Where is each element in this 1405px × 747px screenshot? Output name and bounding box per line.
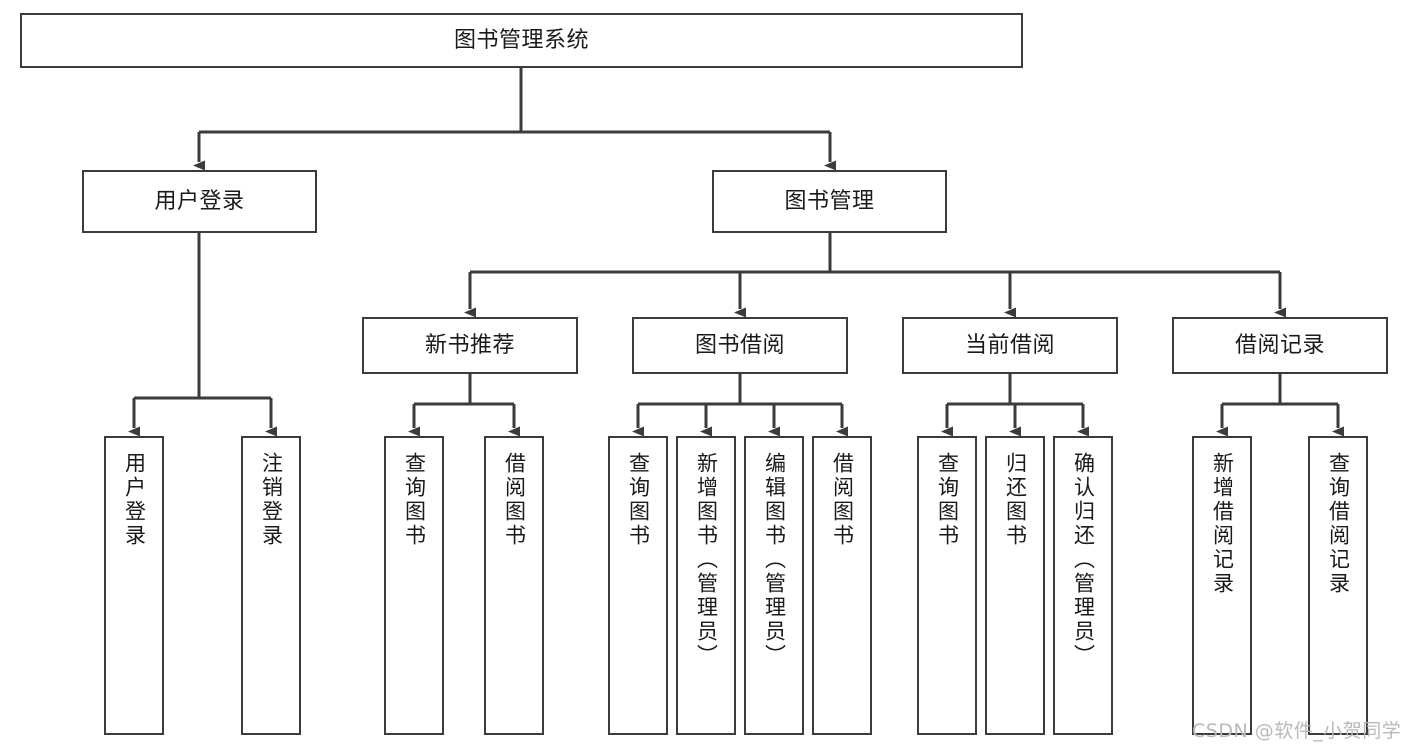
node-leaf-user-login[interactable]: 用户登录 (104, 436, 164, 735)
node-label: 图书管理 (784, 188, 875, 214)
node-label: 归还图书 (1003, 452, 1028, 548)
node-book-borrow[interactable]: 图书借阅 (632, 317, 848, 374)
node-leaf-edit-book[interactable]: 编辑图书（管理员） (744, 436, 804, 735)
node-leaf-add-book[interactable]: 新增图书（管理员） (676, 436, 736, 735)
node-label: 用户登录 (122, 452, 147, 548)
node-leaf-confirm-return[interactable]: 确认归还（管理员） (1053, 436, 1113, 735)
node-leaf-query-book-1[interactable]: 查询图书 (384, 436, 444, 735)
node-label: 借阅图书 (502, 452, 527, 548)
node-label: 新书推荐 (424, 332, 515, 358)
node-label: 借阅记录 (1234, 332, 1325, 358)
node-leaf-logout[interactable]: 注销登录 (241, 436, 301, 735)
node-leaf-query-book-3[interactable]: 查询图书 (917, 436, 977, 735)
node-user-login[interactable]: 用户登录 (82, 170, 317, 233)
node-label: 新增图书（管理员） (694, 452, 719, 668)
node-leaf-add-record[interactable]: 新增借阅记录 (1192, 436, 1252, 735)
node-label: 查询图书 (626, 452, 651, 548)
node-current-borrow[interactable]: 当前借阅 (902, 317, 1118, 374)
node-label: 查询借阅记录 (1326, 452, 1351, 596)
node-leaf-query-record[interactable]: 查询借阅记录 (1308, 436, 1368, 735)
node-label: 借阅图书 (830, 452, 855, 548)
node-leaf-borrow-book-1[interactable]: 借阅图书 (484, 436, 544, 735)
node-label: 图书管理系统 (453, 27, 589, 53)
node-label: 注销登录 (259, 452, 284, 548)
node-new-book-rec[interactable]: 新书推荐 (362, 317, 578, 374)
node-leaf-query-book-2[interactable]: 查询图书 (608, 436, 668, 735)
node-label: 当前借阅 (964, 332, 1055, 358)
node-leaf-borrow-book-2[interactable]: 借阅图书 (812, 436, 872, 735)
node-label: 用户登录 (154, 188, 245, 214)
node-label: 编辑图书（管理员） (762, 452, 787, 668)
node-label: 新增借阅记录 (1210, 452, 1235, 596)
node-label: 图书借阅 (694, 332, 785, 358)
csdn-watermark: CSDN @软件_小贺同学 (1192, 720, 1402, 742)
node-label: 查询图书 (935, 452, 960, 548)
node-label: 确认归还（管理员） (1071, 452, 1096, 668)
node-leaf-return-book[interactable]: 归还图书 (985, 436, 1045, 735)
node-root-system[interactable]: 图书管理系统 (20, 13, 1023, 68)
node-label: 查询图书 (402, 452, 427, 548)
node-book-manage[interactable]: 图书管理 (712, 170, 947, 233)
node-borrow-record[interactable]: 借阅记录 (1172, 317, 1388, 374)
